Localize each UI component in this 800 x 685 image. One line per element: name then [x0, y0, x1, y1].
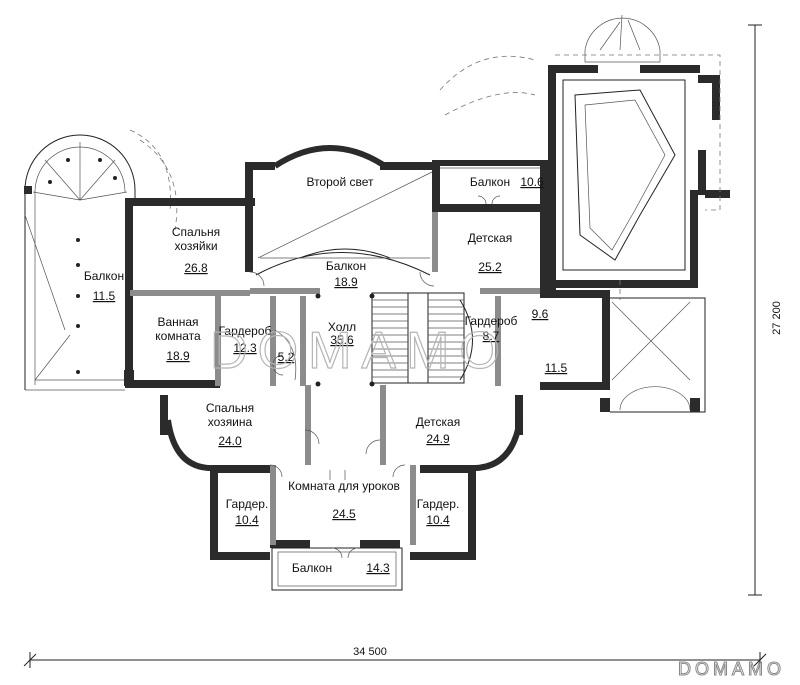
height-dimension-label: 27 200: [771, 301, 783, 335]
mistress-bedroom-name: Спальня: [172, 225, 220, 239]
master-bedroom-name: хозяина: [208, 415, 253, 429]
balcony-bottom-area: 14.3: [366, 561, 390, 575]
master-bedroom-name: Спальня: [206, 401, 254, 415]
mistress-bedroom-area: 26.8: [184, 261, 208, 275]
wardrobe-1-name: Гардероб: [219, 324, 272, 338]
balcony-center-name: Балкон: [326, 259, 366, 273]
study-room-name: Комната для уроков: [288, 479, 400, 493]
wardrobe-3-area: 10.4: [235, 513, 259, 527]
wardrobe-2-area: 8.7: [483, 329, 500, 343]
balcony-bottom-name: Балкон: [292, 561, 332, 575]
balcony-top-name: Балкон: [470, 175, 510, 189]
kids-room-2-name: Детская: [416, 415, 460, 429]
balcony-left-name: Балкон: [84, 269, 124, 283]
doors: [249, 195, 501, 559]
hall-columns: [315, 293, 375, 387]
second-light-void: [257, 171, 433, 259]
wardrobe-2-name: Гардероб: [465, 314, 518, 328]
wardrobe-4-name: Гардер.: [417, 497, 460, 511]
right-tower: [439, 14, 721, 300]
watermark: DOMAMO: [210, 322, 510, 380]
curved-walls: [165, 145, 523, 472]
left-terrace: [24, 129, 178, 391]
mistress-bedroom-name: хозяйки: [174, 239, 217, 253]
right-terrace: [600, 297, 706, 413]
outer-walls: [125, 65, 730, 560]
second-light-name: Второй свет: [306, 175, 374, 189]
balcony-center-area: 18.9: [334, 275, 358, 289]
room-9-6-area: 9.6: [532, 307, 549, 321]
width-dimension-label: 34 500: [353, 646, 387, 658]
kids-room-2-area: 24.9: [426, 432, 450, 446]
balcony-left-area: 11.5: [93, 289, 116, 303]
kids-room-1-area: 25.2: [478, 260, 502, 274]
brand-logo: DOMAMO: [678, 659, 785, 679]
dimension-height: 27 200: [748, 24, 783, 596]
hall-area: 35.6: [330, 333, 354, 347]
main-staircase: [371, 292, 473, 384]
balcony-top-area: 10.6: [520, 175, 544, 189]
hall-name: Холл: [328, 320, 356, 334]
spiral-stair: [272, 329, 297, 381]
dimension-width: 34 500: [23, 646, 767, 668]
bottom-balcony: [271, 547, 403, 591]
interior-walls: [130, 212, 540, 545]
kids-room-1-name: Детская: [468, 231, 512, 245]
wardrobe-1-area: 12.3: [233, 341, 257, 355]
stair-small-area: 5.2: [278, 350, 295, 364]
wardrobe-3-name: Гардер.: [226, 497, 269, 511]
bathroom-area: 18.9: [166, 349, 190, 363]
bathroom-name: комната: [155, 329, 201, 343]
bathroom-name: Ванная: [157, 315, 198, 329]
room-11-5-area: 11.5: [545, 361, 568, 375]
study-room-area: 24.5: [332, 507, 356, 521]
master-bedroom-area: 24.0: [218, 434, 242, 448]
wardrobe-4-area: 10.4: [426, 513, 450, 527]
